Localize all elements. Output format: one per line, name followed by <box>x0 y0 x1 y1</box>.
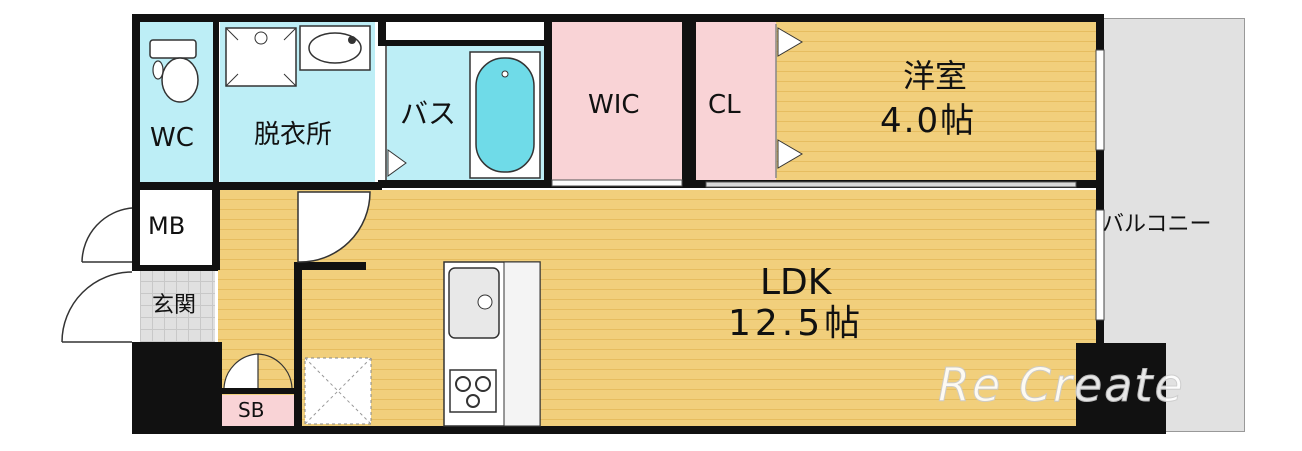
pillar-ldk <box>1076 343 1166 434</box>
entrance-floor <box>140 270 215 342</box>
outer-wall-left-upper <box>132 14 140 270</box>
stove-icon <box>449 369 497 413</box>
washroom-label: 脱衣所 <box>254 120 333 150</box>
washing-machine-icon <box>225 27 297 87</box>
wall-hall-ldk <box>294 262 302 432</box>
bath-door-icon <box>385 46 407 180</box>
mb-door-icon <box>81 207 133 263</box>
window-icon <box>1095 49 1105 321</box>
wall-bath-top <box>378 22 386 46</box>
ldk-label: LDK <box>760 262 832 303</box>
shoe-box-label: SB <box>238 398 265 422</box>
bath-label: バス <box>400 97 457 130</box>
bathtub-icon <box>469 51 541 179</box>
wic-label: WIC <box>588 90 640 120</box>
wall-wic-cl <box>682 22 696 188</box>
western-room <box>776 22 1096 180</box>
wall-mb-right <box>212 190 220 270</box>
watermark-text: Re Create <box>938 358 1185 412</box>
toilet-icon <box>149 39 199 103</box>
shoe-box-room <box>222 395 294 427</box>
refrigerator-space-icon <box>304 357 372 425</box>
closet-label: CL <box>708 90 741 120</box>
wash-basin-icon <box>299 25 371 71</box>
wall-sb-frame <box>218 388 298 394</box>
wc-label: WC <box>150 123 194 153</box>
meter-box-label: MB <box>148 212 186 240</box>
outer-wall-bottom <box>132 426 1104 434</box>
entrance-door-icon <box>61 271 133 343</box>
closet-door-icon <box>775 24 803 178</box>
wall-bath-top-bar <box>378 40 548 46</box>
ldk-room <box>300 190 1096 426</box>
western-room-label: 洋室 <box>903 57 968 95</box>
wall-bath-wic <box>544 22 552 188</box>
wall-hall-stub <box>294 262 366 270</box>
wall-wet-area-bottom <box>132 182 382 190</box>
wic-room <box>552 22 682 180</box>
ldk-size-label: 12.5帖 <box>728 303 865 344</box>
wall-wc-washroom <box>213 22 219 182</box>
western-room-size-label: 4.0帖 <box>880 101 977 141</box>
wall-bath-bottom <box>378 180 548 188</box>
shoe-box-door-icon <box>223 353 293 389</box>
sliding-door-icon <box>551 179 1077 188</box>
balcony-label: バルコニー <box>1102 212 1212 237</box>
closet-room <box>696 22 776 180</box>
outer-wall-top <box>132 14 1104 22</box>
wall-entrance-bottom-block <box>132 342 222 434</box>
wall-mb-bottom <box>132 265 218 271</box>
meter-box-room <box>140 190 215 265</box>
entrance-label: 玄関 <box>152 293 197 318</box>
hall-door-icon <box>297 191 371 263</box>
